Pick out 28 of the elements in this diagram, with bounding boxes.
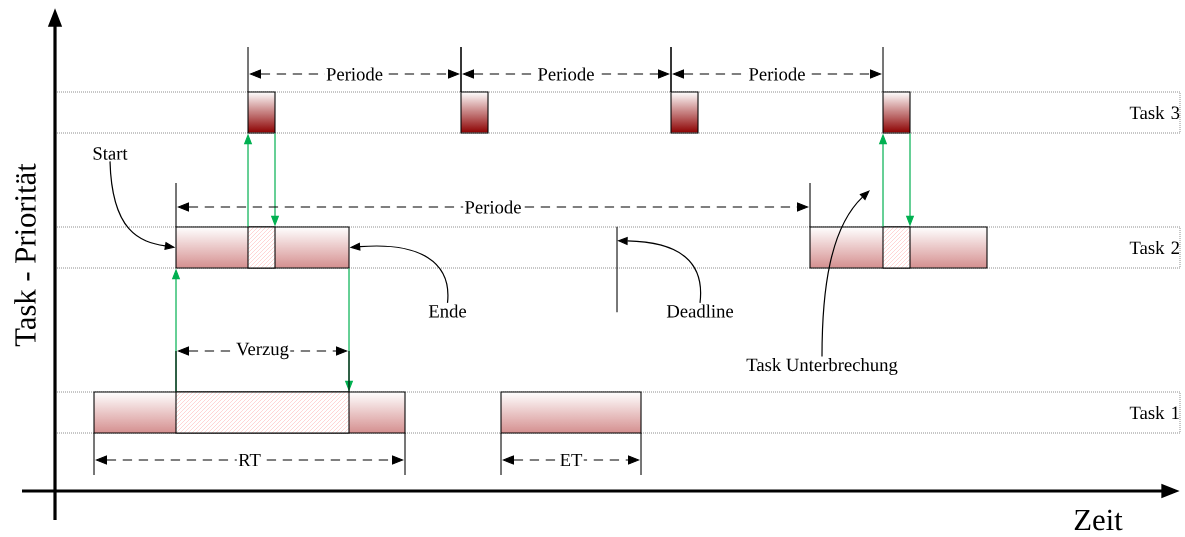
- task-bar: [882, 226, 911, 269]
- task-bar: [247, 226, 276, 269]
- priority-lane: Task 3: [54, 91, 1181, 134]
- dimension-label: RT: [236, 452, 263, 468]
- task-bar: [247, 91, 276, 134]
- task-bar: [670, 91, 699, 134]
- dimension-label: Periode: [324, 66, 385, 82]
- dimension-label: ET: [558, 452, 584, 468]
- task-bar: [175, 391, 350, 434]
- dimension-label: Verzug: [234, 341, 291, 361]
- callout-text: Task Unterbrechung: [746, 358, 898, 375]
- task-bar: [175, 226, 350, 269]
- priority-lane: Task 2: [54, 226, 1181, 269]
- deadline-line: [616, 226, 618, 313]
- dimension-label: Periode: [747, 66, 807, 82]
- axis-label: Task - Priorität: [14, 163, 36, 347]
- task-bar: [500, 391, 642, 434]
- priority-lane: Task 1: [54, 391, 1181, 434]
- dimension-label: Periode: [463, 199, 523, 215]
- callout-text: Deadline: [666, 304, 734, 318]
- dimension-label: Periode: [536, 66, 596, 82]
- axis-label: Zeit: [1074, 509, 1123, 531]
- callout-text: Ende: [428, 304, 467, 318]
- leader-line: [821, 190, 870, 358]
- task-bar: [460, 91, 489, 134]
- task-bar: [882, 91, 911, 134]
- callout-text: Start: [93, 147, 128, 160]
- task-bar: [809, 226, 988, 269]
